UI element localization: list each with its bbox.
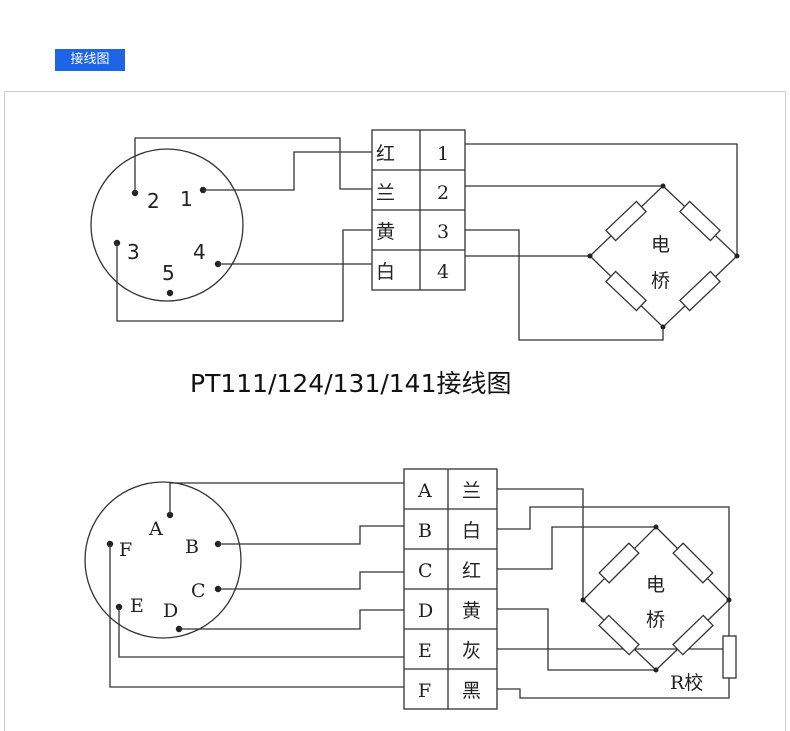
bottom-wire-a bbox=[169, 482, 404, 515]
bottom-pin-label-b: B bbox=[185, 536, 199, 558]
calibration-resistor bbox=[722, 635, 737, 679]
bottom-bridge-label-2: 桥 bbox=[646, 609, 665, 631]
bottom-connector-circle bbox=[84, 481, 242, 639]
bottom-table-pin-a: A bbox=[417, 480, 432, 502]
bottom-pin-label-c: C bbox=[191, 580, 206, 602]
bottom-table-color-f: 黑 bbox=[462, 680, 481, 702]
bottom-wiring-diagram: A B C D E F A B C D E F 兰 白 红 黄 灰 黑 bbox=[84, 468, 737, 710]
bottom-wire-f bbox=[109, 544, 404, 688]
top-wire-term3 bbox=[465, 229, 664, 341]
top-table-num-1: 1 bbox=[437, 143, 449, 165]
top-pin-label-5: 5 bbox=[162, 261, 175, 285]
bottom-table-color-c: 红 bbox=[462, 560, 481, 582]
top-bridge: 电 桥 bbox=[587, 183, 740, 330]
bottom-wire-hei bbox=[497, 678, 730, 699]
bottom-wire-huang bbox=[497, 608, 656, 671]
top-wire-pin3 bbox=[116, 229, 372, 322]
top-pin-label-1: 1 bbox=[180, 187, 193, 211]
top-table-num-2: 2 bbox=[437, 182, 449, 204]
bottom-wire-e bbox=[118, 607, 404, 658]
top-table-color-2: 兰 bbox=[376, 182, 395, 204]
top-table-num-3: 3 bbox=[437, 221, 449, 243]
top-bridge-label-2: 桥 bbox=[651, 270, 670, 292]
bottom-wire-bai bbox=[497, 506, 730, 600]
calibration-resistor-label: R校 bbox=[670, 672, 703, 694]
bottom-wire-d bbox=[179, 609, 404, 630]
bottom-wire-lan bbox=[497, 488, 584, 600]
top-wiring-diagram: 2 1 3 4 5 红 兰 黄 白 1 2 3 4 bbox=[90, 129, 740, 398]
bottom-table-pin-c: C bbox=[418, 560, 433, 582]
bottom-wire-hong bbox=[497, 526, 656, 570]
bottom-pin-label-d: D bbox=[163, 600, 178, 622]
bottom-table-color-b: 白 bbox=[462, 520, 481, 542]
bottom-table-pin-b: B bbox=[418, 520, 432, 542]
top-bridge-label-1: 电 bbox=[651, 234, 670, 256]
bottom-pin-label-a: A bbox=[148, 518, 163, 540]
top-diagram-title: PT111/124/131/141接线图 bbox=[190, 369, 512, 398]
top-connector-circle bbox=[90, 148, 244, 302]
top-pin-label-4: 4 bbox=[193, 240, 206, 264]
top-table-color-1: 红 bbox=[376, 143, 395, 165]
bottom-table-pin-f: F bbox=[418, 680, 431, 702]
top-wire-pin2 bbox=[134, 137, 372, 193]
bottom-table-color-d: 黄 bbox=[462, 600, 481, 622]
top-table-color-4: 白 bbox=[376, 261, 395, 283]
top-table-num-4: 4 bbox=[437, 261, 449, 283]
top-wire-pin1 bbox=[203, 151, 372, 191]
bottom-table-color-e: 灰 bbox=[462, 640, 481, 662]
bottom-wire-b bbox=[218, 525, 404, 545]
top-wire-term1 bbox=[465, 143, 738, 256]
top-pin-dot-5 bbox=[166, 289, 174, 297]
diagram-badge: 接线图 bbox=[55, 49, 125, 71]
bottom-wire-c bbox=[218, 571, 404, 590]
bottom-pin-label-f: F bbox=[119, 539, 132, 561]
bottom-table-color-a: 兰 bbox=[462, 480, 481, 502]
top-pin-label-3: 3 bbox=[127, 240, 140, 264]
top-pin-label-2: 2 bbox=[147, 189, 160, 213]
top-table-color-3: 黄 bbox=[376, 221, 395, 243]
bottom-bridge-label-1: 电 bbox=[646, 574, 665, 596]
bottom-table-pin-e: E bbox=[418, 640, 432, 662]
bottom-table-pin-d: D bbox=[418, 600, 433, 622]
bottom-pin-label-e: E bbox=[130, 595, 144, 617]
bottom-bridge: 电 桥 bbox=[580, 524, 732, 673]
